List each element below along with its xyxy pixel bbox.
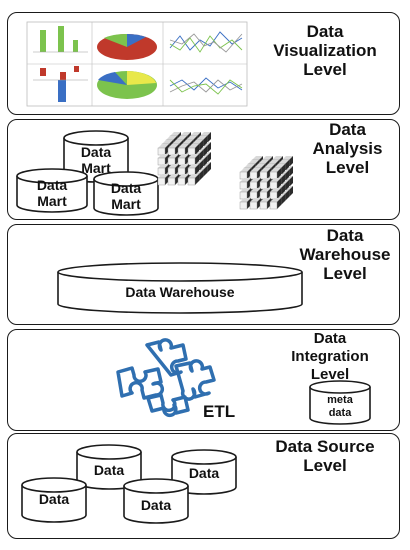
data-source-label: Data xyxy=(189,465,220,481)
data-mart-cylinder: Data Mart xyxy=(93,171,159,216)
data-mart-label: Data xyxy=(111,180,142,196)
cube-block xyxy=(177,174,189,186)
cube-block xyxy=(269,198,281,210)
thumbnail-bar-chart-bottom xyxy=(33,66,88,102)
cube-block xyxy=(187,174,199,186)
data-mart-label: Mart xyxy=(37,193,67,209)
data-mart-label: Mart xyxy=(81,160,111,176)
data-mart-cylinder: Data Mart xyxy=(16,168,88,213)
data-warehouse-cylinder xyxy=(57,262,303,314)
cube-block xyxy=(259,198,271,210)
thumbnail-pie-bottom xyxy=(97,71,157,99)
cube-block xyxy=(249,198,261,210)
analysis-level-title: Data Analysis Level xyxy=(312,120,383,177)
olap-cube-left xyxy=(157,132,211,186)
data-warehouse-label: Data Warehouse xyxy=(125,284,235,300)
data-source-cylinder: Data xyxy=(123,478,189,524)
data-source-label: Data xyxy=(39,491,70,507)
thumbnail-pie-top xyxy=(97,33,157,60)
puzzle-icon xyxy=(116,338,216,418)
etl-label: ETL xyxy=(203,402,236,421)
visualization-level-title: Data Visualization Level xyxy=(273,22,377,79)
thumbnail-line-chart-top xyxy=(169,31,243,53)
data-source-label: Data xyxy=(94,462,125,478)
cube-block xyxy=(269,168,281,180)
source-level-title: Data Source Level xyxy=(275,437,375,475)
cube-block xyxy=(167,154,179,166)
data-source-cylinder: Data xyxy=(21,477,87,523)
cube-block xyxy=(239,168,251,180)
data-mart-label: Data xyxy=(81,144,112,160)
integration-level-title: Data Integration Level xyxy=(291,330,369,383)
cube-block xyxy=(177,154,189,166)
cube-block xyxy=(157,174,169,186)
cube-block xyxy=(269,178,281,190)
data-mart-label: Mart xyxy=(111,196,141,212)
data-mart-label: Data xyxy=(37,177,68,193)
cube-block xyxy=(167,174,179,186)
cube-block xyxy=(177,144,189,156)
warehouse-level-title: Data Warehouse Level xyxy=(299,226,391,283)
metadata-label: data xyxy=(329,407,353,419)
data-source-label: Data xyxy=(141,497,172,513)
metadata-cylinder: meta data xyxy=(309,380,371,425)
cube-block xyxy=(249,168,261,180)
cube-block xyxy=(239,198,251,210)
metadata-label: meta xyxy=(327,394,354,406)
cube-block xyxy=(167,144,179,156)
cube-block xyxy=(269,188,281,200)
olap-cube-right xyxy=(239,156,293,210)
cube-block xyxy=(187,164,199,176)
thumbnail-bar-chart-top xyxy=(33,26,88,53)
thumbnail-line-chart-bottom xyxy=(169,77,243,95)
